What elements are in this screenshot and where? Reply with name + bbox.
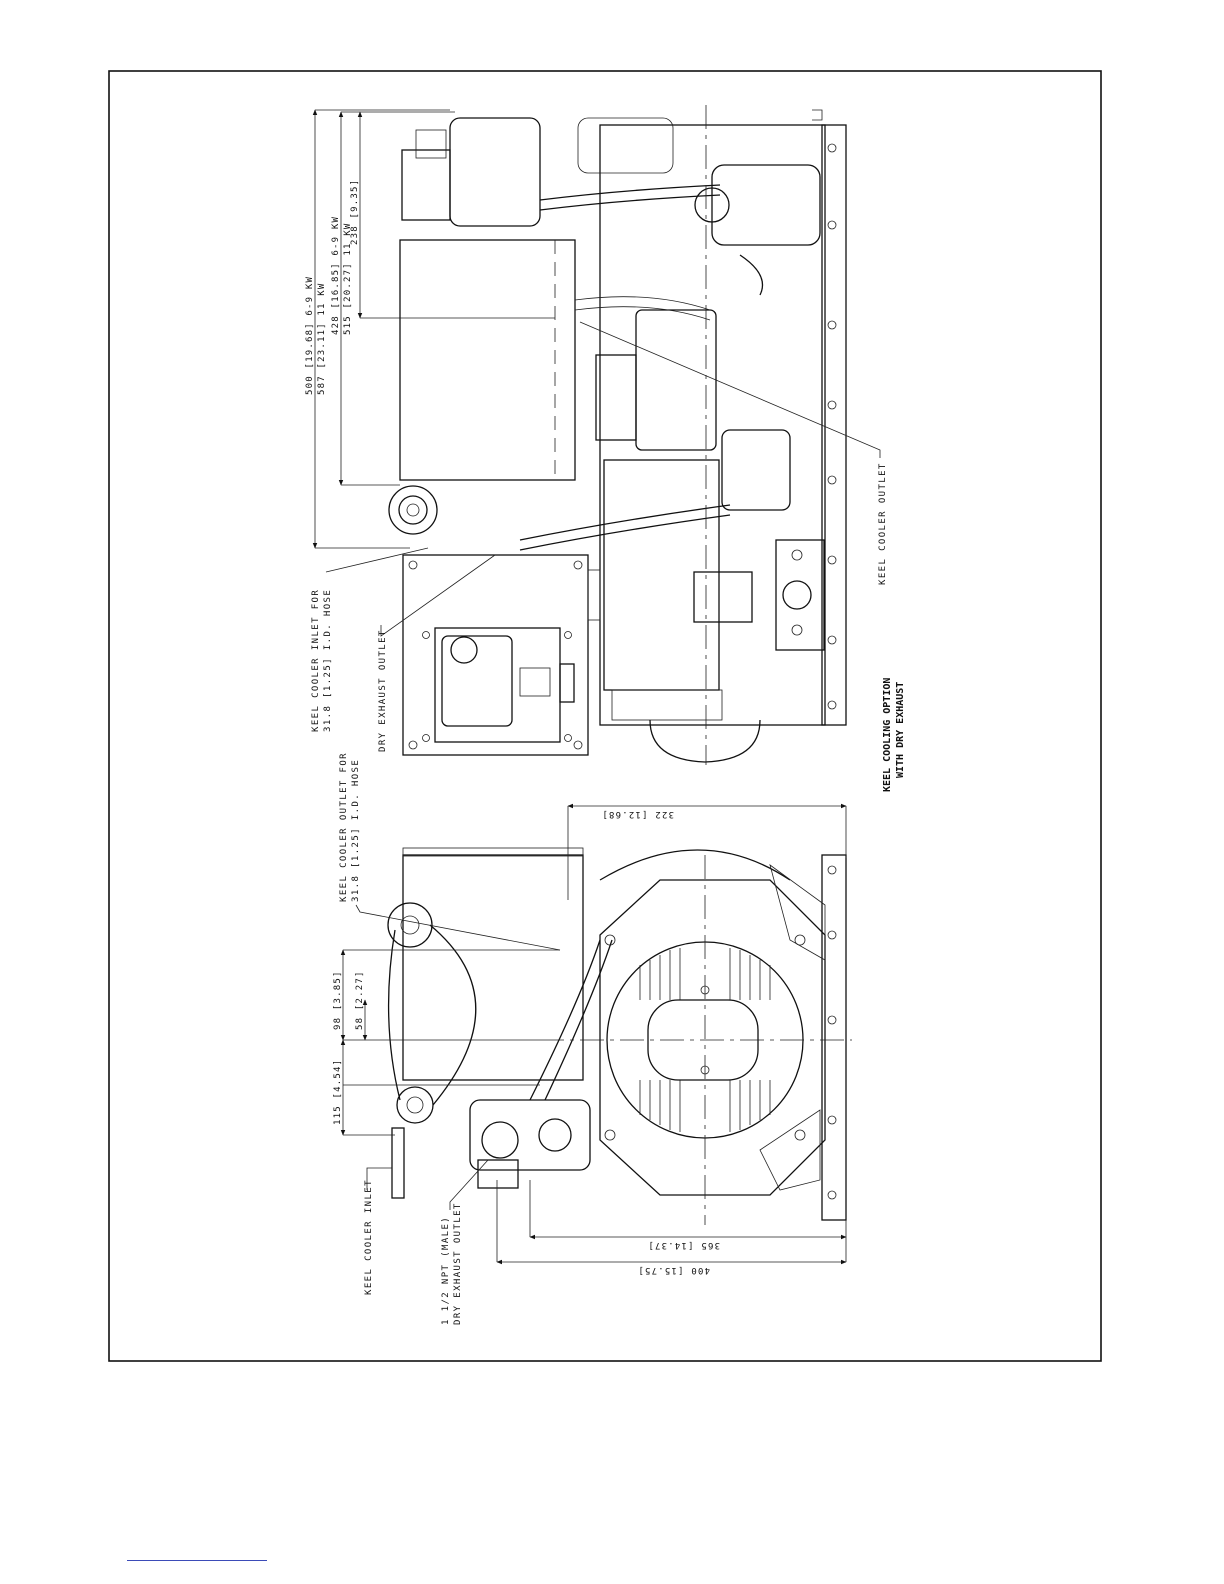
dim-515: 515 [20.27] 11 KW (343, 222, 353, 335)
end-base-rail (821, 854, 847, 1221)
keel-cooler-inlet-callout-size: 31.8 [1.25] I.D. HOSE (323, 589, 333, 732)
generator-end-housing (599, 879, 826, 1196)
end-pulley-2 (396, 1086, 434, 1124)
dim-98: 98 [3.85] (333, 970, 343, 1030)
dim-115: 115 [4.54] (333, 1059, 343, 1125)
engine-frame (599, 124, 826, 726)
keel-cooler-outlet-callout-end: KEEL COOLER OUTLET FOR (339, 752, 349, 902)
keel-cooler-inlet-callout: KEEL COOLER INLET FOR (311, 589, 321, 732)
dim-587: 587 [23.11] 11 KW (317, 282, 327, 395)
top-view-dimension-labels: 500 [19.68] 6-9 KW 587 [23.11] 11 KW 428… (305, 179, 360, 395)
pulley (388, 485, 438, 535)
control-box (402, 554, 589, 756)
npt-dry-exhaust-callout-2: DRY EXHAUST OUTLET (453, 1202, 463, 1325)
dry-exhaust-outlet-callout: DRY EXHAUST OUTLET (378, 629, 388, 752)
dim-365: 365 [14.37] (647, 1240, 720, 1250)
end-view-dimension-labels: 322 [12.68] 98 [3.85] 58 [2.27] 115 [4.5… (333, 809, 720, 1275)
drawing-border (108, 70, 1102, 1362)
dim-400: 400 [15.75] (637, 1265, 710, 1275)
starter-motor (635, 309, 717, 451)
top-view-callouts: KEEL COOLER INLET FOR 31.8 [1.25] I.D. H… (311, 321, 906, 792)
oil-filter (721, 429, 791, 511)
dim-238: 238 [9.35] (350, 179, 360, 245)
npt-dry-exhaust-callout: 1 1/2 NPT (MALE) (441, 1216, 451, 1325)
top-view-dimensions (312, 109, 555, 549)
end-pulley-1 (387, 902, 433, 948)
keel-cooler-inlet-callout-end: KEEL COOLER INLET (364, 1179, 374, 1295)
keel-inlet-fitting (391, 1127, 405, 1199)
keel-cooler-outlet-size-end: 31.8 [1.25] I.D. HOSE (351, 759, 361, 902)
muffler (711, 164, 821, 246)
dim-428: 428 [16.85] 6-9 KW (331, 216, 341, 335)
view-caption-line1: KEEL COOLING OPTION (882, 678, 893, 792)
end-view-dimensions (340, 803, 847, 1265)
dim-500: 500 [19.68] 6-9 KW (305, 276, 315, 395)
end-view-callouts: KEEL COOLER OUTLET FOR 31.8 [1.25] I.D. … (339, 752, 561, 1325)
dim-322: 322 [12.68] (601, 809, 674, 819)
dim-58: 58 [2.27] (355, 970, 365, 1030)
footnote-rule (127, 1560, 267, 1561)
view-caption-line2: WITH DRY EXHAUST (895, 682, 906, 778)
end-view-generator (387, 847, 852, 1225)
keel-cooler-outlet-callout: KEEL COOLER OUTLET (878, 462, 888, 585)
heat-exchanger (399, 239, 576, 481)
exhaust-elbow (449, 117, 541, 227)
top-view-generator (388, 105, 847, 765)
end-heat-exchanger (402, 854, 584, 1081)
